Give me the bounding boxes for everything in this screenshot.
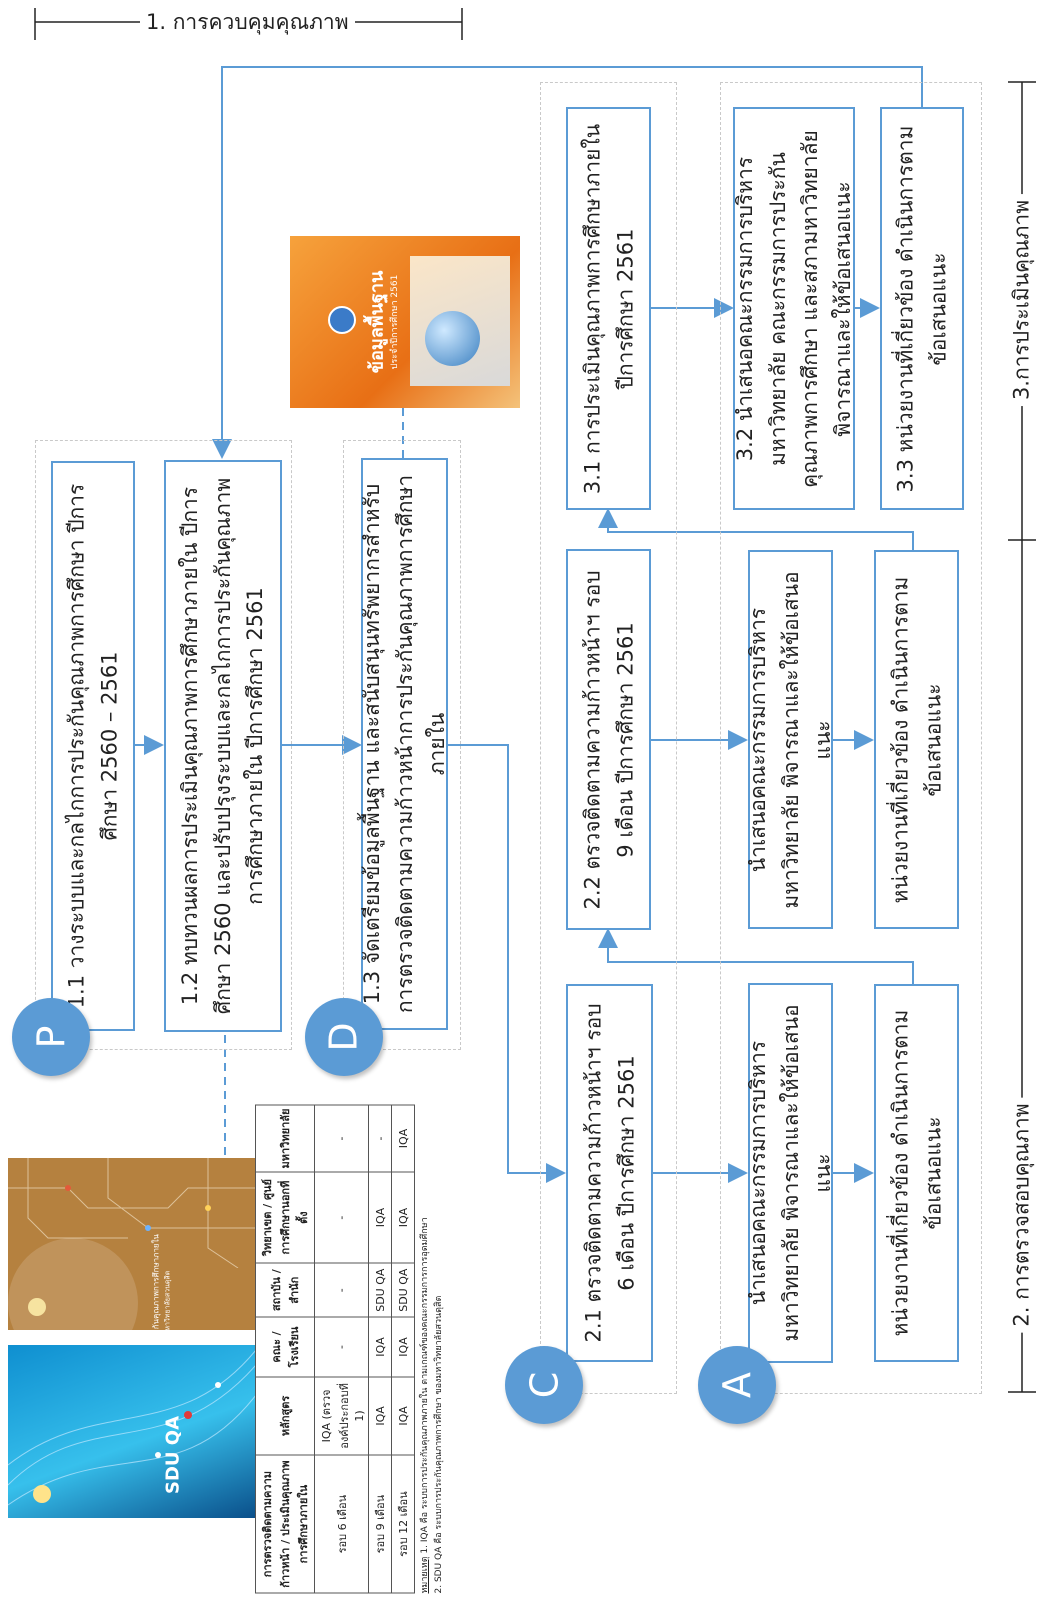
manual-cover-title: คู่มือการประกันคุณภาพการศึกษาภายใน	[151, 1233, 161, 1330]
table-cell: IQA	[391, 1316, 415, 1377]
box-2-1-a: นำเสนอคณะกรรมการบริหารมหาวิทยาลัย พิจารณ…	[746, 983, 835, 1363]
group-act	[720, 82, 982, 1394]
table-cell: IQA	[368, 1171, 392, 1263]
pdca-c-circle: C	[505, 1346, 583, 1424]
table-cell: รอบ 9 เดือน	[368, 1454, 392, 1593]
box-3-1: 3.1 การประเมินคุณภาพการศึกษาภายใน ปีการศ…	[566, 107, 651, 510]
box-3-3-text: 3.3 หน่วยงานที่เกี่ยวข้อง ดำเนินการตามข้…	[893, 125, 950, 492]
box-2-2-b-text: หน่วยงานที่เกี่ยวข้อง ดำเนินการตามข้อเสน…	[887, 576, 945, 903]
box-3-3: 3.3 หน่วยงานที่เกี่ยวข้อง ดำเนินการตามข้…	[880, 107, 964, 510]
university-emblem-icon-2	[33, 1485, 51, 1503]
globe-icon	[425, 311, 480, 366]
table-cell: -	[314, 1171, 369, 1263]
phase-assess-label: 3.การประเมินคุณภาพ	[1005, 193, 1039, 407]
box-2-2-text: 2.2 ตรวจติดตามความก้าวหน้าฯ รอบ 9 เดือน …	[579, 569, 637, 910]
sdu-qa-cover-image: SDU QA	[8, 1345, 256, 1518]
table-note-2: 2. SDU QA คือ ระบบการประกันคุณภาพการศึกษ…	[433, 1295, 444, 1593]
manual-cover-subtitle: มหาวิทยาลัยสวนดุสิต	[163, 1270, 172, 1330]
table-cell: IQA	[391, 1376, 415, 1455]
network-lines-graphic	[8, 1349, 256, 1506]
table-row: รอบ 9 เดือน IQA IQA SDU QA IQA -	[368, 1104, 392, 1593]
box-1-3: 1.3 จัดเตรียมข้อมูลพื้นฐาน และสนับสนุนทร…	[360, 458, 449, 1030]
box-2-1-b-text: หน่วยงานที่เกี่ยวข้อง ดำเนินการตามข้อเสน…	[887, 1009, 945, 1337]
group-do	[343, 440, 461, 1050]
table-cell: รอบ 6 เดือน	[314, 1454, 369, 1593]
table-header: มหาวิทยาลัย	[255, 1104, 315, 1172]
box-3-2-text: 3.2 นำเสนอคณะกรรมการบริหารมหาวิทยาลัย คณ…	[732, 129, 855, 488]
university-emblem-icon	[28, 1298, 46, 1316]
table-cell: SDU QA	[368, 1262, 392, 1317]
box-2-1-text: 2.1 ตรวจติดตามความก้าวหน้าฯ รอบ 6 เดือน …	[580, 1003, 638, 1343]
box-2-1: 2.1 ตรวจติดตามความก้าวหน้าฯ รอบ 6 เดือน …	[566, 984, 653, 1362]
data-book-subtitle: ประจำปีการศึกษา 2561	[390, 274, 400, 370]
table-header: หลักสูตร	[255, 1376, 315, 1455]
table-cell: -	[368, 1104, 392, 1172]
table-cell: IQA	[368, 1376, 392, 1455]
table-note-1: 1. IQA คือ ระบบการประกันคุณภาพภายใน ตามเ…	[420, 1216, 430, 1554]
table-cell: SDU QA	[391, 1262, 415, 1317]
circuit-graphic	[8, 1158, 256, 1268]
table-row: รอบ 6 เดือน IQA (ตรวจองค์ประกอบที่ 1) - …	[314, 1104, 369, 1593]
box-1-1-text: 1.1 วางระบบและกลไกการประกันคุณภาพการศึกษ…	[64, 483, 121, 1009]
table-cell: IQA	[391, 1171, 415, 1263]
table-header: คณะ / โรงเรียน	[255, 1316, 315, 1377]
pdca-p-circle: P	[12, 998, 90, 1076]
phase-control-label: 1. การควบคุมคุณภาพ	[140, 6, 355, 39]
table-cell: -	[314, 1316, 369, 1377]
pdca-a-circle: A	[698, 1346, 776, 1424]
phase-audit-label: 2. การตรวจสอบคุณภาพ	[1005, 1097, 1039, 1333]
qa-schedule-table-rotated: การตรวจติดตามความก้าวหน้า / ประเมินคุณภา…	[255, 1104, 575, 1593]
table-row: รอบ 12 เดือน IQA IQA SDU QA IQA IQA	[391, 1104, 415, 1593]
pdca-d-letter: D	[321, 1022, 366, 1052]
table-notes: หมายเหตุ 1. IQA คือ ระบบการประกันคุณภาพภ…	[419, 1104, 446, 1593]
university-logo-icon	[328, 306, 356, 334]
table-header: การตรวจติดตามความก้าวหน้า / ประเมินคุณภา…	[255, 1454, 315, 1593]
pdca-d-circle: D	[305, 998, 383, 1076]
sdu-qa-title: SDU QA	[162, 1415, 184, 1495]
table-cell: IQA	[391, 1104, 415, 1172]
box-2-2-b: หน่วยงานที่เกี่ยวข้อง ดำเนินการตามข้อเสน…	[874, 550, 959, 929]
group-check	[540, 82, 677, 1394]
box-2-2: 2.2 ตรวจติดตามความก้าวหน้าฯ รอบ 9 เดือน …	[566, 549, 651, 930]
data-book-cover-image: ข้อมูลพื้นฐาน ประจำปีการศึกษา 2561	[290, 236, 520, 408]
table-cell: -	[314, 1104, 369, 1172]
table-cell: รอบ 12 เดือน	[391, 1454, 415, 1593]
pdca-p-letter: P	[28, 1025, 73, 1049]
qa-schedule-table-wrapper: การตรวจติดตามความก้าวหน้า / ประเมินคุณภา…	[255, 1104, 575, 1593]
box-3-1-text: 3.1 การประเมินคุณภาพการศึกษาภายใน ปีการศ…	[579, 123, 637, 494]
box-3-2: 3.2 นำเสนอคณะกรรมการบริหารมหาวิทยาลัย คณ…	[733, 107, 855, 510]
qa-schedule-table: การตรวจติดตามความก้าวหน้า / ประเมินคุณภา…	[255, 1104, 415, 1593]
pdca-a-letter: A	[715, 1372, 759, 1398]
box-2-2-a-text: นำเสนอคณะกรรมการบริหารมหาวิทยาลัย พิจารณ…	[745, 570, 835, 909]
table-header: สถาบัน / สำนัก	[255, 1262, 315, 1317]
qa-manual-cover-image: คู่มือการประกันคุณภาพการศึกษาภายใน มหาวิ…	[8, 1158, 256, 1330]
box-1-2-text: 1.2 ทบทวนผลการประเมินคุณภาพการศึกษาภายใน…	[178, 477, 268, 1015]
table-cell: IQA (ตรวจองค์ประกอบที่ 1)	[314, 1376, 369, 1455]
group-plan	[35, 440, 292, 1050]
box-1-2: 1.2 ทบทวนผลการประเมินคุณภาพการศึกษาภายใน…	[164, 460, 282, 1032]
table-cell: IQA	[368, 1316, 392, 1377]
table-note-label: หมายเหตุ	[420, 1555, 430, 1593]
box-1-1: 1.1 วางระบบและกลไกการประกันคุณภาพการศึกษ…	[51, 461, 135, 1031]
box-1-3-text: 1.3 จัดเตรียมข้อมูลพื้นฐาน และสนับสนุนทร…	[359, 474, 449, 1014]
table-header: วิทยาเขต / ศูนย์การศึกษานอกที่ตั้ง	[255, 1171, 315, 1263]
table-header-row: การตรวจติดตามความก้าวหน้า / ประเมินคุณภา…	[255, 1104, 315, 1593]
table-cell: -	[314, 1262, 369, 1317]
box-2-1-a-text: นำเสนอคณะกรรมการบริหารมหาวิทยาลัย พิจารณ…	[745, 1004, 835, 1342]
box-2-2-a: นำเสนอคณะกรรมการบริหารมหาวิทยาลัย พิจารณ…	[746, 550, 835, 929]
box-2-1-b: หน่วยงานที่เกี่ยวข้อง ดำเนินการตามข้อเสน…	[874, 984, 959, 1362]
